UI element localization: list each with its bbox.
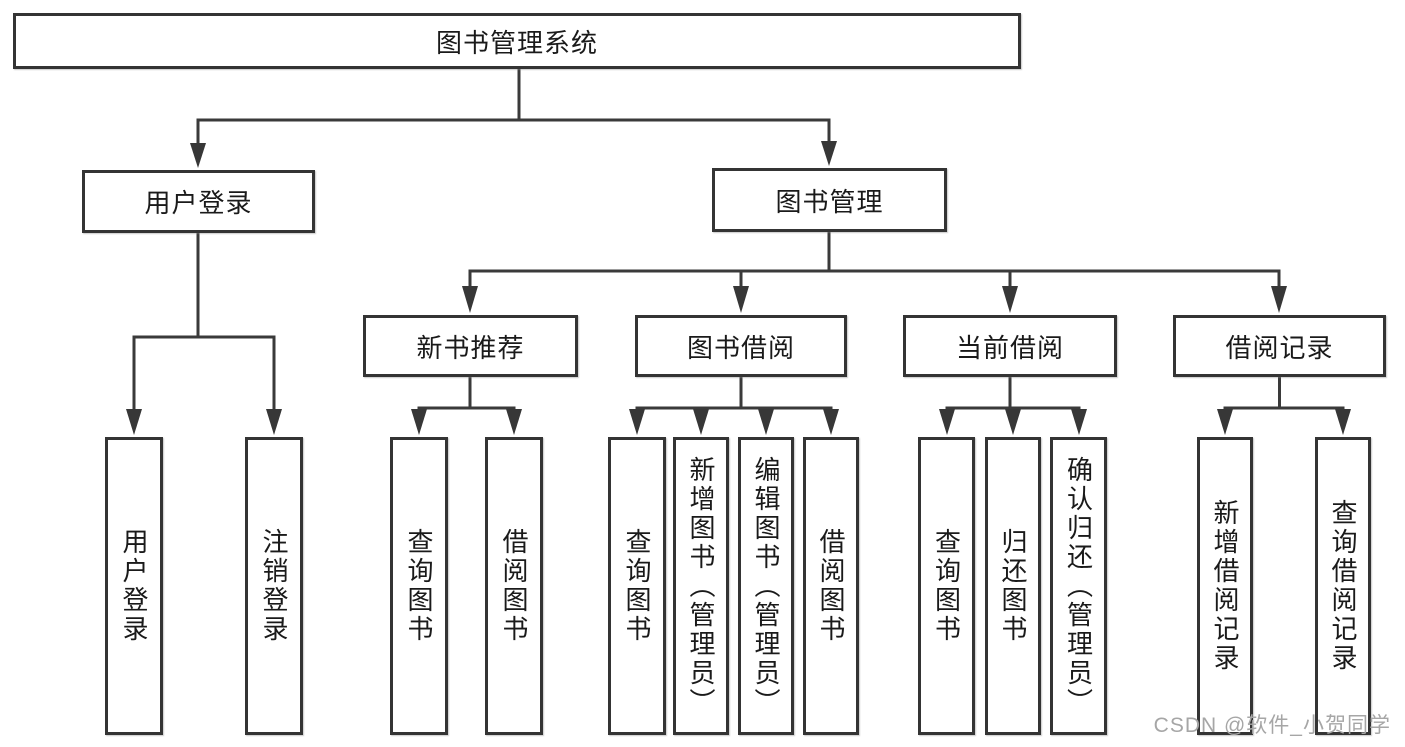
node-label: 图书管理 (775, 186, 884, 217)
node-label: 查询图书 (404, 528, 434, 644)
node-system-root: 图书管理系统 (13, 13, 1021, 69)
leaf-add-borrow-record: 新增借阅记录 (1197, 437, 1253, 735)
node-label: 用户登录 (119, 528, 149, 644)
connector-current-borrow-branch (939, 375, 1087, 435)
node-label: 归还图书 (998, 528, 1028, 644)
node-book-management: 图书管理 (712, 168, 947, 232)
leaf-query-borrow-record: 查询借阅记录 (1315, 437, 1371, 735)
node-label: 用户登录 (144, 188, 253, 218)
leaf-logout: 注销登录 (245, 437, 303, 735)
leaf-confirm-return-admin: 确认归还（管理员） (1050, 437, 1107, 735)
node-label: 查询借阅记录 (1328, 499, 1358, 673)
leaf-user-login: 用户登录 (105, 437, 163, 735)
node-label: 确认归还（管理员） (1063, 455, 1094, 717)
connector-book-management-branch (462, 230, 1287, 313)
node-label: 借阅图书 (816, 528, 846, 644)
node-label: 查询图书 (931, 528, 962, 644)
node-book-borrow: 图书借阅 (635, 315, 847, 377)
leaf-add-book-admin: 新增图书（管理员） (673, 437, 729, 735)
node-current-borrow: 当前借阅 (903, 315, 1117, 377)
node-label: 借阅记录 (1225, 332, 1334, 363)
node-label: 新增借阅记录 (1210, 499, 1240, 673)
node-label: 新书推荐 (416, 332, 525, 363)
leaf-return-book: 归还图书 (985, 437, 1041, 735)
connector-book-borrow-branch (629, 375, 839, 435)
node-label: 图书借阅 (686, 332, 795, 363)
leaf-edit-book-admin: 编辑图书（管理员） (738, 437, 794, 735)
node-label: 注销登录 (259, 528, 289, 644)
node-label: 编辑图书（管理员） (751, 455, 781, 717)
leaf-query-books-borrow: 查询图书 (608, 437, 666, 735)
connector-root-to-level2 (190, 66, 837, 168)
node-label: 查询图书 (622, 528, 652, 644)
leaf-borrow-books-recommend: 借阅图书 (485, 437, 543, 735)
connector-user-login-branch (126, 231, 282, 435)
leaf-query-books-current: 查询图书 (918, 437, 975, 735)
watermark: CSDN @软件_小贺同学 (1153, 714, 1391, 737)
node-new-book-recommend: 新书推荐 (363, 315, 578, 377)
node-label: 图书管理系统 (435, 27, 598, 58)
node-label: 新增图书（管理员） (686, 455, 716, 717)
node-label: 借阅图书 (499, 528, 529, 644)
leaf-borrow-books: 借阅图书 (803, 437, 859, 735)
node-user-login: 用户登录 (82, 170, 315, 233)
node-borrow-records: 借阅记录 (1173, 315, 1386, 377)
connector-new-book-branch (411, 375, 522, 435)
leaf-query-books-recommend: 查询图书 (390, 437, 448, 735)
connector-borrow-records-branch (1217, 375, 1351, 435)
node-label: 当前借阅 (955, 332, 1064, 363)
